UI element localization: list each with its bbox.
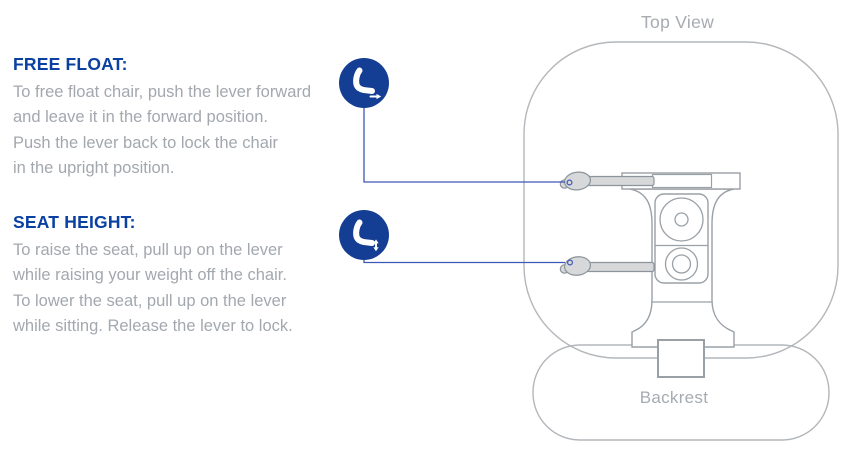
free-float-line: Push the lever back to lock the chair <box>13 133 279 152</box>
free-float-callout-dot <box>566 179 573 186</box>
chair-recline-lever-glyph <box>353 67 382 100</box>
free-float-section: FREE FLOAT: To free float chair, push th… <box>13 54 311 181</box>
free-float-callout-line <box>363 107 565 183</box>
chair-height-lever-icon <box>339 210 389 260</box>
chair-recline-lever-icon <box>339 58 389 108</box>
seat-height-lever-knob <box>563 256 592 276</box>
mechanism-small-circle <box>664 247 699 281</box>
seat-height-callout-line <box>363 259 565 264</box>
free-float-line: and leave it in the forward position. <box>13 108 268 127</box>
mechanism-large-circle <box>659 197 704 242</box>
seat-height-line: To raise the seat, pull up on the lever <box>13 241 283 259</box>
seat-height-section: SEAT HEIGHT: To raise the seat, pull up … <box>13 212 293 339</box>
free-float-line: To free float chair, push the lever forw… <box>13 83 312 101</box>
seat-height-line: while raising your weight off the chair. <box>13 266 287 285</box>
seat-height-line: while sitting. Release the lever to lock… <box>13 316 293 335</box>
seat-height-lever <box>559 256 655 276</box>
seat-height-callout-dot <box>566 259 573 266</box>
top-view-label: Top View <box>641 12 715 32</box>
seat-height-heading: SEAT HEIGHT: <box>13 212 136 232</box>
backrest-label: Backrest <box>639 388 709 407</box>
free-float-line: in the upright position. <box>13 158 175 177</box>
chair-height-lever-glyph <box>353 219 379 252</box>
mechanism-small-circle-center <box>671 254 692 274</box>
seat-height-lever-shaft <box>585 261 655 273</box>
seat-height-line: To lower the seat, pull up on the lever <box>13 291 287 310</box>
free-float-heading: FREE FLOAT: <box>13 54 128 74</box>
free-float-lever <box>559 171 655 191</box>
mechanism-large-circle-center <box>674 212 689 227</box>
free-float-lever-shaft <box>585 175 655 187</box>
mechanism-housing <box>654 193 709 284</box>
backrest-connector <box>657 339 705 378</box>
